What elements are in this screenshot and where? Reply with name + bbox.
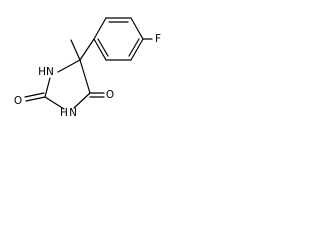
c4-c5-bond xyxy=(79,59,91,94)
nh-bottom-n-label: N xyxy=(69,107,77,119)
ring-bond-6 xyxy=(93,38,107,61)
carbonyl-right xyxy=(89,92,105,98)
nh-top-label: HN xyxy=(38,66,54,78)
n3-c4-bond xyxy=(73,92,91,109)
n1-c2-bond xyxy=(44,77,51,98)
c5-phenyl-bond xyxy=(79,38,95,61)
phenyl-ring xyxy=(93,17,144,61)
carbonyl-left xyxy=(24,92,46,102)
ring-double-bond-b xyxy=(128,38,140,57)
ring-bond-1 xyxy=(93,17,107,40)
oxygen-right-label: O xyxy=(106,89,114,101)
fluorine-label: F xyxy=(155,33,161,45)
c2-o-bond-a xyxy=(25,96,46,102)
ring-bond-4 xyxy=(130,38,144,61)
methyl-bond xyxy=(70,39,81,61)
nh-bottom-h-label: H xyxy=(60,107,68,119)
oxygen-left-label: O xyxy=(14,95,22,107)
molecule-structure: F HN H N O O xyxy=(14,17,161,119)
c2-n3-bond xyxy=(44,96,65,110)
ring-double-bond-c xyxy=(97,38,109,57)
hydantoin-ring xyxy=(44,59,91,110)
ring-bond-3 xyxy=(130,17,144,40)
c5-n1-bond xyxy=(57,59,81,73)
c2-o-bond-b xyxy=(24,92,45,98)
